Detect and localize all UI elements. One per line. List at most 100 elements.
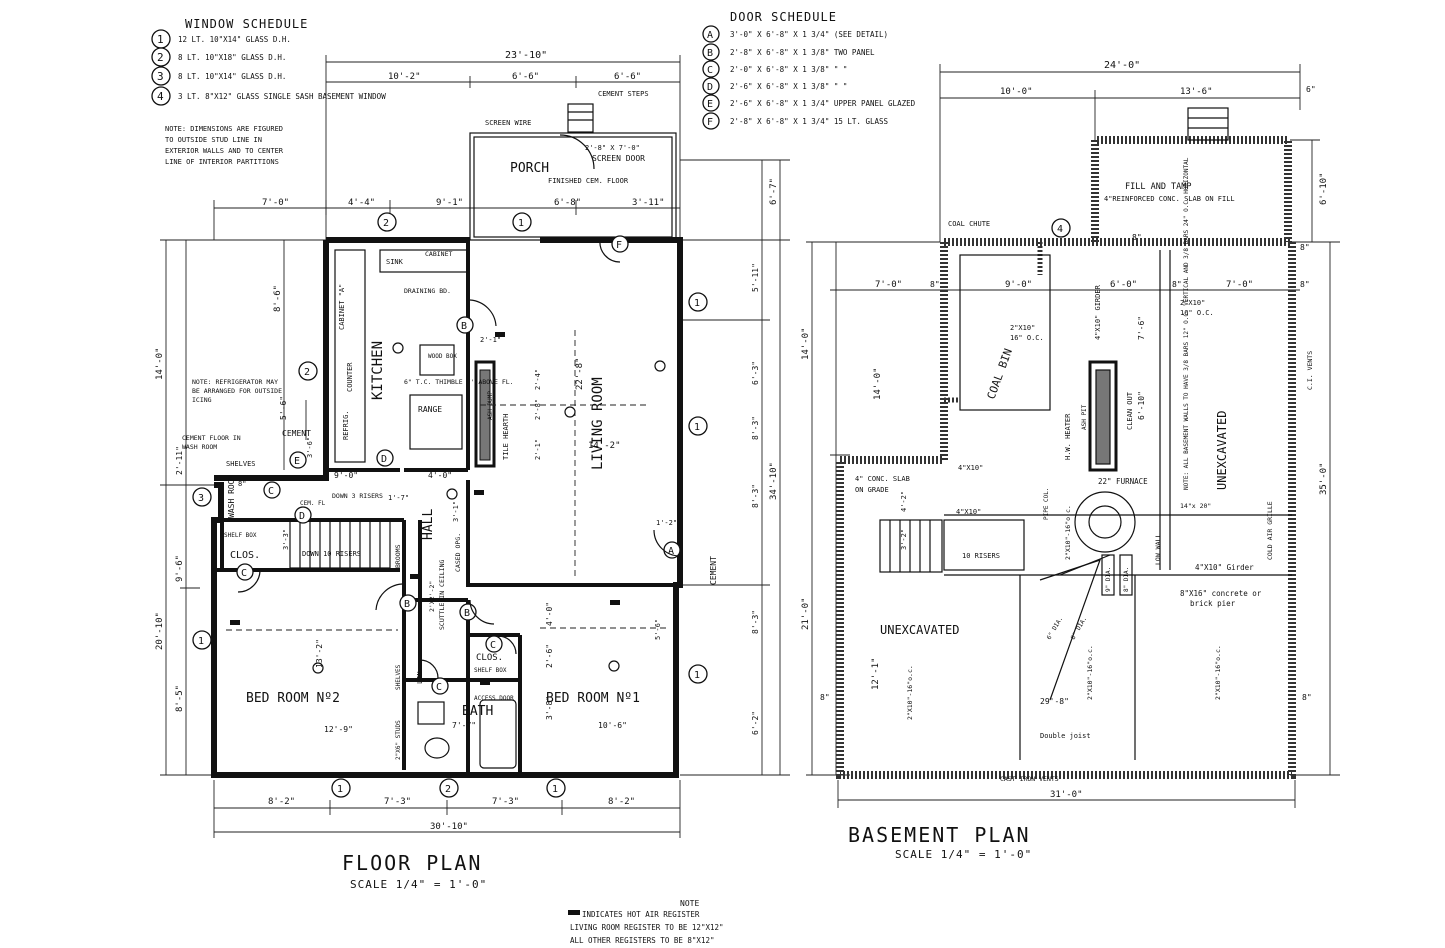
range-label: RANGE xyxy=(418,405,442,414)
note-line: EXTERIOR WALLS AND TO CENTER xyxy=(165,147,284,155)
register-symbol-icon xyxy=(568,910,580,915)
dim-label: 8" xyxy=(238,480,246,488)
refrig-note: NOTE: REFRIGERATOR MAY xyxy=(192,378,278,386)
door-mark: E xyxy=(707,99,713,110)
duct-dia-label: 8" DIA. xyxy=(1123,567,1130,592)
dim-label: 4'-4" xyxy=(348,198,375,208)
door-tag: C xyxy=(236,563,254,581)
window-mark: 3 xyxy=(157,70,164,83)
dim-label: 8'-6" xyxy=(273,285,283,312)
window-tag-text: 1 xyxy=(518,218,524,229)
linen-label: LIN. xyxy=(416,667,424,684)
basement-interior-lines xyxy=(879,250,1292,760)
dim-label: 6'-10" xyxy=(1319,172,1329,205)
dim-label: 14'-0" xyxy=(873,367,883,400)
door-mark: D xyxy=(707,82,713,93)
duct-size-label: 14"x 20" xyxy=(1180,502,1211,510)
door-tag-text: D xyxy=(381,454,387,465)
basement-dimension-lines xyxy=(806,64,1340,808)
ash-pit-label: ASH PIT xyxy=(1081,404,1088,430)
window-spec: 8 LT. 10"X18" GLASS D.H. xyxy=(178,53,286,62)
floor-stair xyxy=(289,519,391,569)
pipe-col-label: PIPE COL. xyxy=(1043,487,1050,520)
cement-floor-note: CEMENT FLOOR IN xyxy=(182,434,241,442)
floor-plan-title: FLOOR PLAN xyxy=(342,851,482,875)
room-label-porch: PORCH xyxy=(510,161,549,176)
dim-label: 3'-2" xyxy=(900,529,908,550)
access-door-label: ACCESS DOOR xyxy=(474,695,514,702)
floor-top-dimensions xyxy=(160,55,790,838)
clean-out-label: CLEAN OUT xyxy=(1126,391,1134,430)
ci-vents-label: C.I. VENTS xyxy=(1306,351,1314,390)
dim-label: 7'-0" xyxy=(875,280,902,290)
sink-cabinet xyxy=(379,249,469,273)
door-spec: 2'-6" X 6'-8" X 1 3/4" UPPER PANEL GLAZE… xyxy=(730,99,916,108)
dim-label: 10'-2" xyxy=(388,72,421,82)
window-tag: 2 xyxy=(298,361,318,381)
dim-label: 20'-10" xyxy=(155,612,165,650)
dim-label: 3'-6" xyxy=(306,437,314,458)
studs-label: 2"X6" STUDS xyxy=(395,720,402,760)
door-tag-text: A xyxy=(668,546,674,557)
dim-label: 2'-1" xyxy=(480,336,501,344)
dim-label: 8'-5" xyxy=(175,685,185,712)
coal-chute-label: COAL CHUTE xyxy=(948,220,990,228)
dim-label: 2'-11" xyxy=(175,446,184,475)
floor-dimension-labels: 23'-10" 10'-2" 6'-6" 6'-6" 7'-0" 4'-4" 9… xyxy=(155,50,779,832)
note-line: LINE OF INTERIOR PARTITIONS xyxy=(165,158,279,166)
dim-label: 8" xyxy=(930,280,940,289)
draining-board-label: DRAINING BD. xyxy=(404,287,451,295)
light-fixtures xyxy=(312,342,666,674)
joist-label: 2"X10"-16"o.c. xyxy=(1064,505,1072,560)
refrig-label: REFRIG. xyxy=(342,410,350,440)
low-wall-label: LOW WALL xyxy=(1154,534,1162,565)
door-tag-text: B xyxy=(461,321,467,332)
window-tag-text: 3 xyxy=(198,493,204,504)
window-mark: 4 xyxy=(157,90,164,103)
dim-label: 12'-9" xyxy=(324,725,353,734)
sink-label: SINK xyxy=(386,258,404,266)
joist-label: 2"X10" xyxy=(1010,324,1035,332)
window-mark: 1 xyxy=(157,33,164,46)
dim-label: 3'-11" xyxy=(632,198,665,208)
note-title: NOTE xyxy=(680,899,699,908)
dim-label: 9'-6" xyxy=(175,555,185,582)
window-tag: 1 xyxy=(688,664,708,684)
window-tag: 2 xyxy=(377,212,397,232)
window-tag: 4 xyxy=(1051,218,1071,238)
dim-label: 8'-2" xyxy=(268,797,295,807)
joist-label: 2"X10"-16"o.c. xyxy=(1086,645,1094,700)
door-spec: 3'-0" X 6'-8" X 1 3/4" (SEE DETAIL) xyxy=(730,30,888,39)
window-tag: 1 xyxy=(546,778,566,798)
dim-label: 6'-8" xyxy=(554,198,581,208)
joist-label: 2"X10" xyxy=(1180,299,1205,307)
slab-label: 4"REINFORCED CONC. SLAB ON FILL xyxy=(1104,195,1235,203)
porch-floor-label: FINISHED CEM. FLOOR xyxy=(548,177,629,185)
dim-label: 30'-10" xyxy=(430,822,468,832)
door-tag-text: C xyxy=(241,568,247,579)
window-schedule-row: 3 8 LT. 10"X14" GLASS D.H. xyxy=(151,66,286,86)
dim-label: 9'-0" xyxy=(334,471,358,480)
door-tag-text: B xyxy=(404,599,410,610)
register-note: NOTE INDICATES HOT AIR REGISTER LIVING R… xyxy=(568,899,724,945)
door-tag: C xyxy=(485,635,503,653)
dim-label: 6'-6" xyxy=(614,72,641,82)
dim-label: 6'-2" xyxy=(751,711,760,735)
dim-label: 34'-10" xyxy=(769,462,779,500)
dim-label: 8'-3" xyxy=(751,484,760,508)
room-label-bedroom-1: BED ROOM Nº1 xyxy=(546,691,640,706)
dim-label: 6'-3" xyxy=(751,361,760,385)
joist-label: 2"X10"-16"o.c. xyxy=(906,665,914,720)
door-tag: C xyxy=(263,481,281,499)
scuttle-size-label: 2'X2'-2" xyxy=(428,581,436,612)
door-tag-text: F xyxy=(616,240,622,251)
walls-note-label: NOTE: ALL BASEMENT WALLS TO HAVE 3/8 BAR… xyxy=(1183,157,1190,490)
dim-label: 4'-2" xyxy=(900,491,908,512)
dim-label: 3'-1" xyxy=(452,501,460,522)
door-schedule-title: DOOR SCHEDULE xyxy=(730,10,837,24)
door-mark: F xyxy=(707,117,713,128)
window-spec: 8 LT. 10"X14" GLASS D.H. xyxy=(178,72,286,81)
joist-spacing-label: 16" O.C. xyxy=(1010,334,1044,342)
